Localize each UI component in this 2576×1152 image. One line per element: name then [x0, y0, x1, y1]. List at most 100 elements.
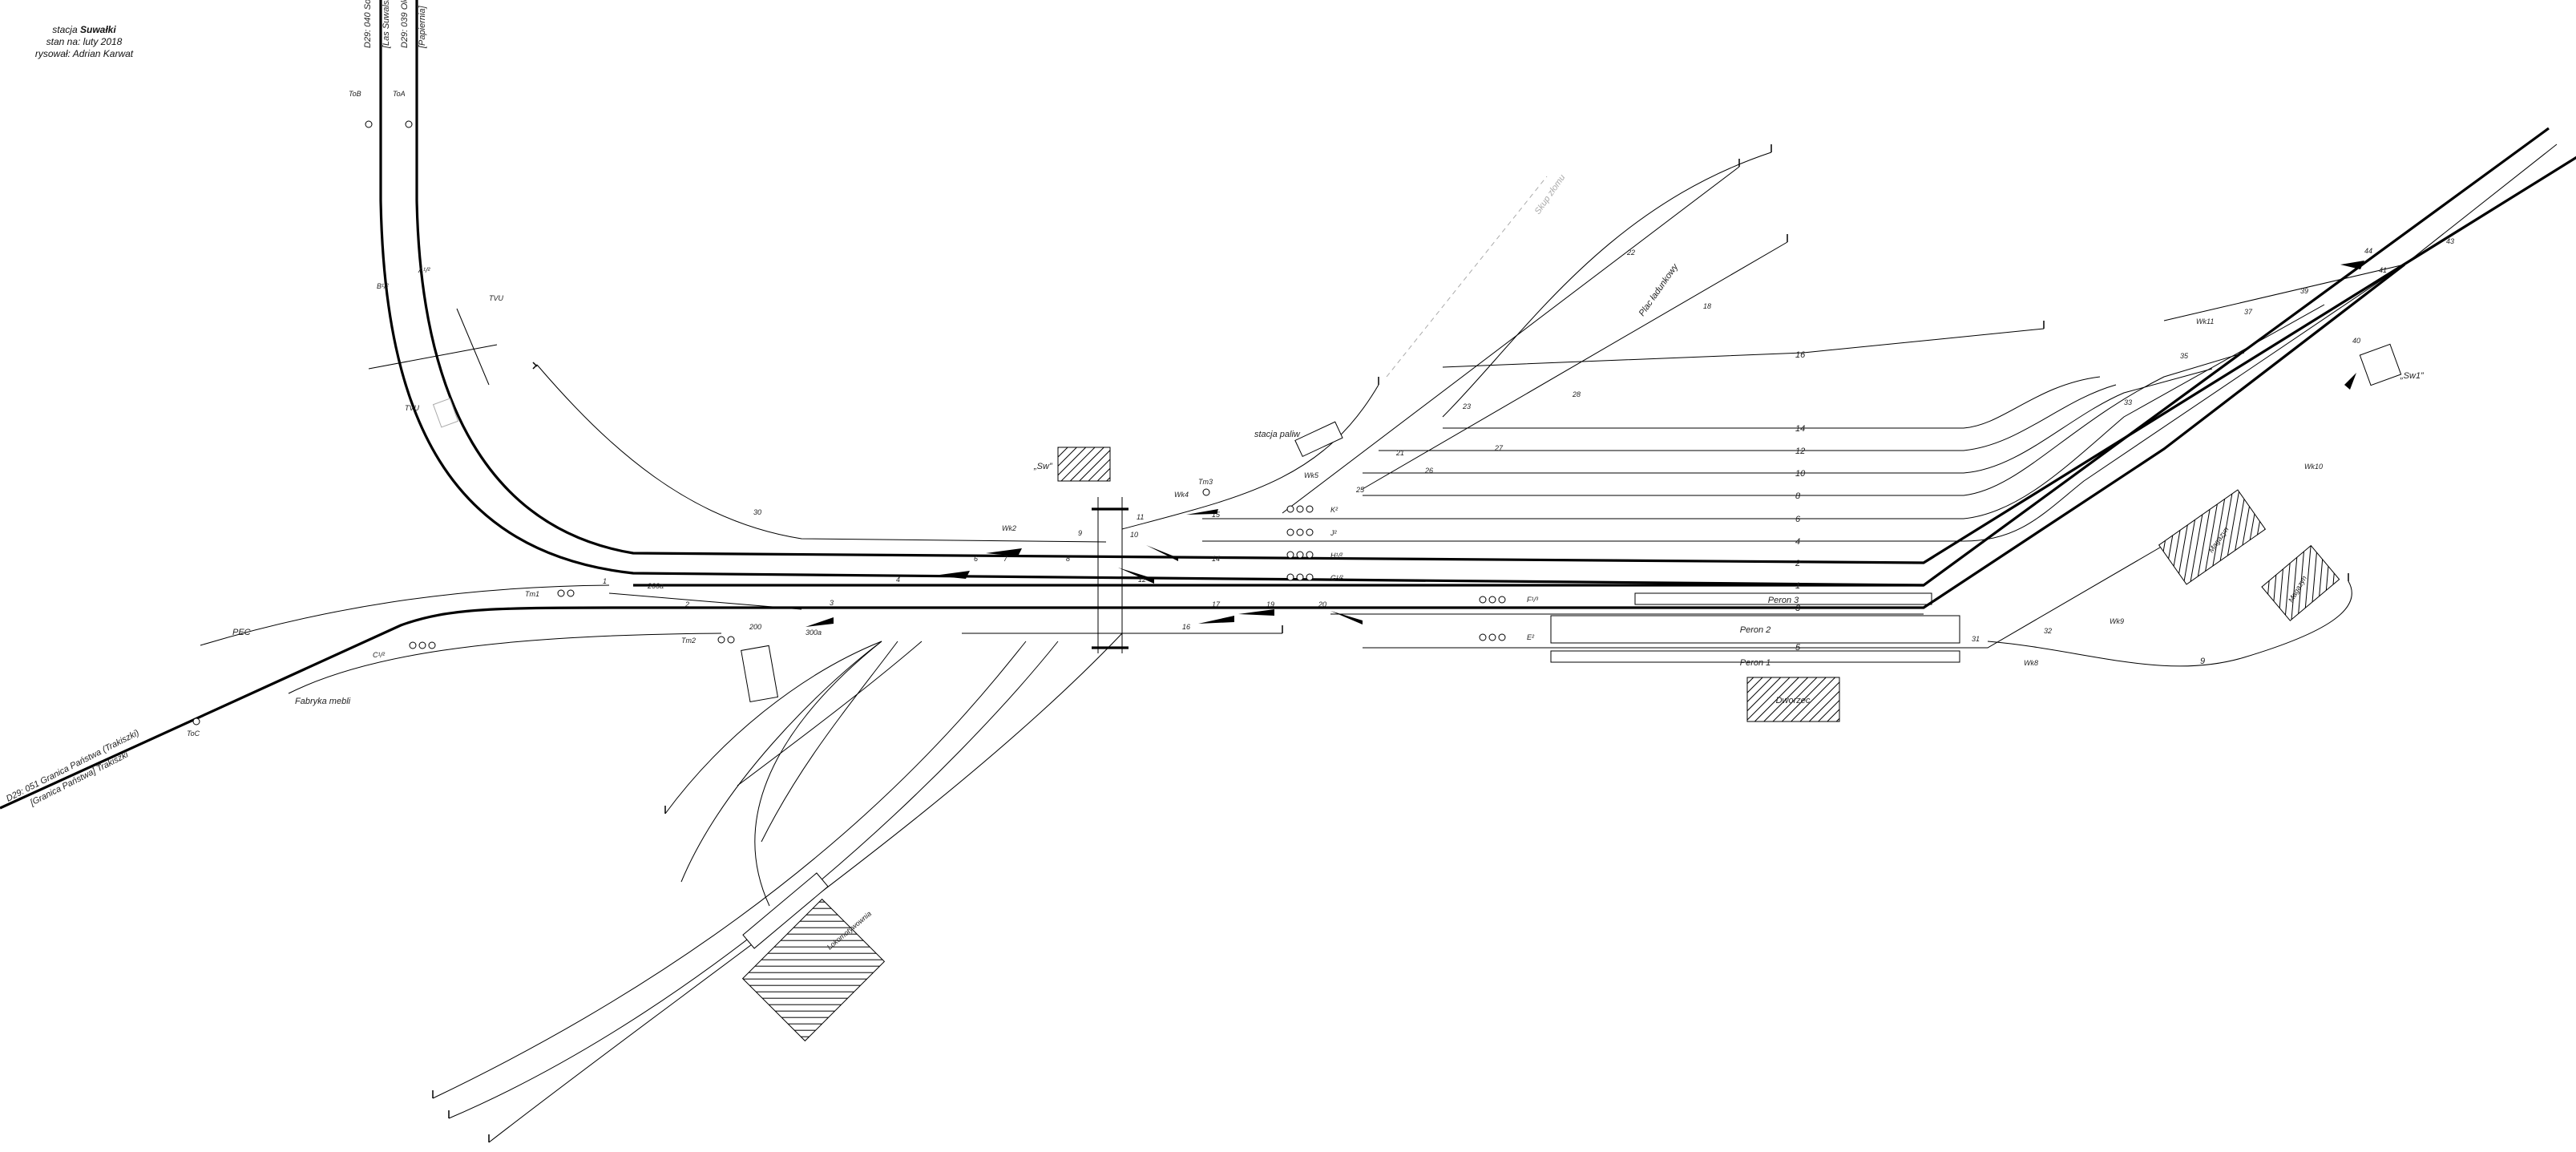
- track-pec: [200, 584, 610, 646]
- magazyn-1: [2158, 489, 2267, 585]
- dworzec-building: [1746, 677, 1840, 722]
- signal-wk2: Wk2: [1002, 524, 1016, 532]
- switch-18: 18: [1703, 302, 1711, 310]
- switch-15: 15: [1212, 511, 1221, 519]
- station-prefix: stacja: [52, 24, 78, 35]
- semaphore-c: C¹/²: [373, 651, 386, 659]
- line-051-track: [0, 263, 2405, 810]
- track-2: [608, 592, 802, 610]
- switch-19: 19: [1266, 600, 1274, 608]
- switch-35: 35: [2180, 352, 2189, 360]
- switch-21: 21: [1395, 449, 1404, 457]
- line-039-label: D29: 039 Olecko: [400, 0, 410, 48]
- switch-1: 1: [603, 577, 607, 585]
- track-label-5: 5: [1795, 643, 1801, 653]
- switch-30: 30: [753, 508, 761, 516]
- switch-17: 17: [1212, 600, 1221, 608]
- buffer-stops: [432, 144, 2349, 1142]
- track-label-2: 2: [1795, 559, 1800, 568]
- semaphore-j: J²: [1330, 529, 1338, 537]
- depot-5: [448, 641, 1059, 1119]
- depot-4: [432, 641, 1027, 1099]
- track-14: [1443, 376, 2101, 429]
- place-skup-zlomu: Skup złomu: [1533, 173, 1568, 216]
- signal-wk5: Wk5: [1304, 471, 1319, 479]
- signal-tm1: Tm1: [525, 590, 539, 598]
- track-10: [1363, 368, 2213, 474]
- side-tracks: [200, 143, 2558, 1143]
- switch-12: 12: [1138, 576, 1146, 584]
- switch-37: 37: [2244, 308, 2253, 316]
- place-fabryka: Fabryka mebli: [295, 697, 351, 706]
- header-block: stacja Suwałki stan na: luty 2018 rysowa…: [24, 24, 144, 60]
- switch-9: 9: [1078, 529, 1082, 537]
- switch-26: 26: [1424, 467, 1433, 475]
- switch-31: 31: [1972, 635, 1980, 643]
- semaphore-e: E²: [1527, 633, 1535, 641]
- signal-tob: ToB: [349, 90, 361, 98]
- cross-bar: [1092, 497, 1129, 653]
- switch-numbers: 1 2 3 4 6 7 8 9 10 11 12 14 15 16 17 18 …: [603, 237, 2454, 643]
- track-meble: [288, 633, 722, 694]
- switch-200a: 200a: [647, 582, 664, 590]
- switch-39: 39: [2300, 287, 2308, 295]
- signal-tm3: Tm3: [1198, 478, 1213, 486]
- semaphore-b: B¹/²: [377, 282, 390, 290]
- line-039-track: [415, 0, 2576, 564]
- switch-33: 33: [2124, 398, 2132, 406]
- switch-41: 41: [2379, 266, 2387, 274]
- siding-44: [2163, 143, 2558, 321]
- skup-zlomu-dashed: [1386, 176, 1548, 378]
- track-fuel: [1121, 384, 1379, 530]
- platform-3: [1634, 592, 1932, 605]
- platform-2: [1550, 615, 1960, 644]
- lokomotywownia-building: [741, 898, 886, 1042]
- line-040-sub: [Las Suwalski]: [382, 0, 391, 49]
- track-numbers: 16 14 12 10 8 6 4 2 1 3 5 9: [1795, 350, 2205, 666]
- track-label-4: 4: [1795, 537, 1800, 547]
- switch-28: 28: [1572, 390, 1581, 398]
- post-sw1-box: [2359, 343, 2402, 386]
- semaphore-a: A¹/²: [418, 266, 431, 274]
- dworzec-label: Dworzec: [1776, 696, 1811, 705]
- semaphore-labels: A¹/² B¹/² C¹/² E² F¹/³ G¹/² H¹/² J² K²: [373, 266, 1539, 659]
- signal-wk10: Wk10: [2304, 463, 2323, 471]
- track-18: [1362, 241, 1788, 490]
- line-labels: D29: 040 Sokółka [Las Suwalski] D29: 039…: [5, 0, 427, 808]
- switch-14: 14: [1212, 555, 1220, 563]
- switch-4: 4: [896, 576, 900, 584]
- switch-40: 40: [2352, 337, 2360, 345]
- track-4: [1202, 264, 2405, 542]
- track-label-14: 14: [1795, 424, 1805, 434]
- track-label-3: 3: [1795, 604, 1801, 613]
- state-date: stan na: luty 2018: [46, 36, 123, 47]
- platform-2-label: Peron 2: [1740, 625, 1771, 635]
- post-sw-label: „Sw”: [1033, 462, 1053, 471]
- switch-3: 3: [830, 599, 834, 607]
- track-label-9: 9: [2200, 657, 2205, 666]
- signal-tvu-2: TVU: [405, 404, 420, 412]
- track-30: [536, 364, 1107, 543]
- semaphore-f: F¹/³: [1527, 596, 1539, 604]
- magazyn-2: [2261, 544, 2340, 621]
- line-040-label: D29: 040 Sokółka: [363, 0, 373, 48]
- signal-tvu-1: TVU: [489, 294, 504, 302]
- switch-200: 200: [749, 623, 761, 631]
- switch-7: 7: [1003, 555, 1008, 563]
- track-label-10: 10: [1795, 469, 1806, 479]
- switch-27: 27: [1494, 444, 1504, 452]
- track-8: [1363, 352, 2245, 496]
- switch-22: 22: [1626, 249, 1635, 257]
- signal-toa: ToA: [393, 90, 406, 98]
- track-12: [1379, 384, 2117, 451]
- switch-25: 25: [1355, 486, 1365, 494]
- semaphore-k: K²: [1330, 506, 1338, 514]
- switch-10: 10: [1130, 531, 1138, 539]
- place-pec: PEC: [232, 628, 251, 637]
- track-22: [1442, 152, 1772, 418]
- track-6: [1202, 304, 2325, 519]
- track-9: [1987, 580, 2352, 667]
- track-20: [1282, 166, 1740, 514]
- platforms: Peron 3 Peron 2 Peron 1: [1550, 592, 1960, 668]
